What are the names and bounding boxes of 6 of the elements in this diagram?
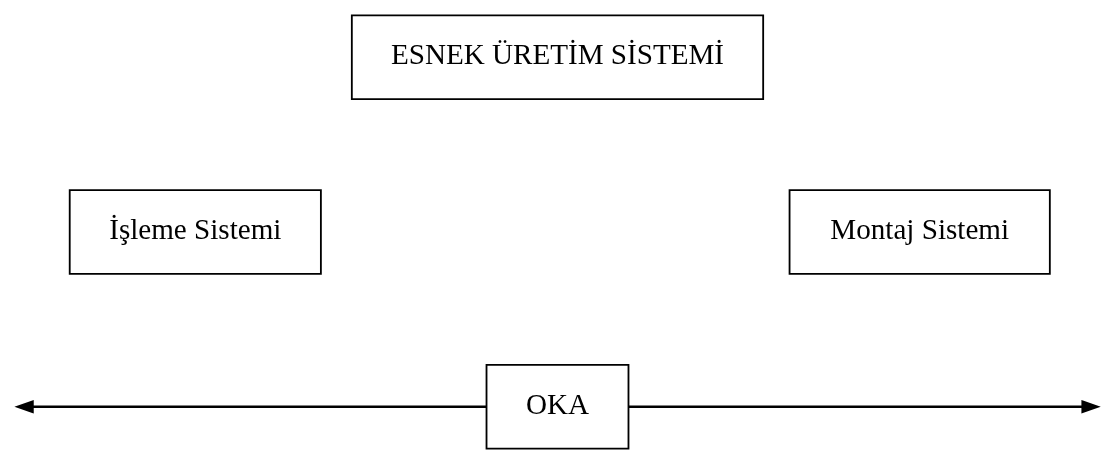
node-box: OKA (485, 363, 629, 450)
arrow (628, 399, 1101, 414)
node-box: ESNEK ÜRETİM SİSTEMİ (350, 14, 764, 101)
node-box: Montaj Sistemi (788, 189, 1051, 275)
node-box: İşleme Sistemi (68, 189, 322, 275)
arrow (13, 399, 486, 414)
